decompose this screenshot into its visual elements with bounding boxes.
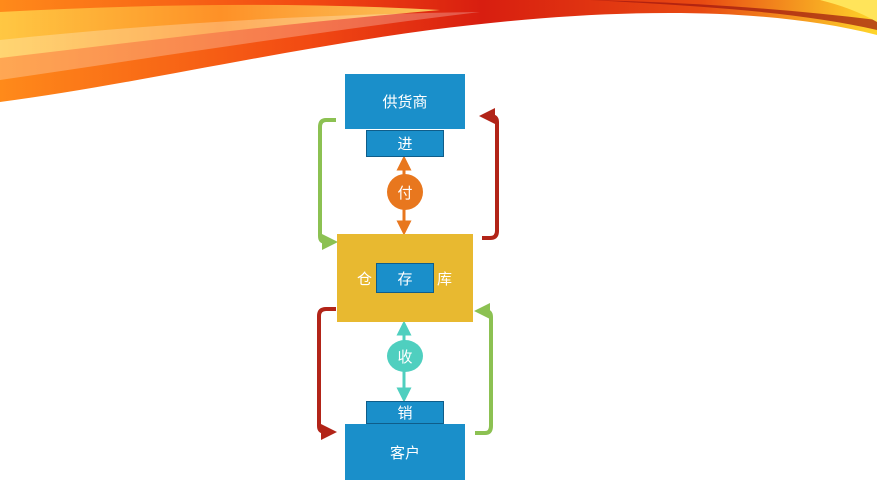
- receive-label: 收: [397, 347, 413, 366]
- pay-circle: 付: [387, 174, 423, 210]
- supplier-label: 供货商: [382, 93, 428, 111]
- red-bracket-arrow-bottom: [317, 307, 337, 440]
- receive-circle: 收: [387, 340, 423, 372]
- warehouse-center-box: 存: [376, 263, 434, 293]
- flame-swoosh-decoration: [0, 0, 877, 102]
- green-bracket-arrow-top: [318, 118, 338, 250]
- supplier-box: 供货商: [345, 74, 465, 129]
- warehouse-left-label: 仓: [357, 270, 373, 288]
- inbound-label: 进: [397, 135, 413, 153]
- warehouse-right-label: 库: [437, 270, 453, 288]
- customer-box: 客户: [345, 424, 465, 480]
- green-bracket-arrow-bottom: [474, 303, 493, 435]
- pay-label: 付: [397, 183, 413, 202]
- inbound-box: 进: [366, 130, 444, 157]
- red-bracket-arrow-top: [479, 108, 499, 240]
- sales-label: 销: [397, 404, 413, 422]
- sales-box: 销: [366, 401, 444, 424]
- customer-label: 客户: [389, 443, 420, 462]
- warehouse-center-label: 存: [397, 269, 413, 288]
